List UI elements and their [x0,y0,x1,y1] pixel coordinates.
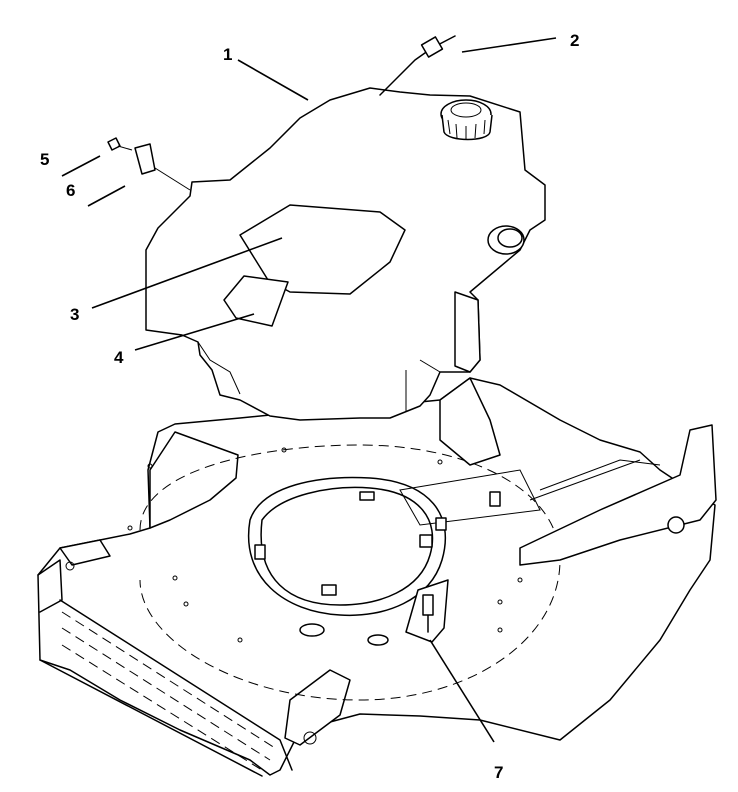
leader-7 [429,639,495,743]
callout-labels: 1 2 3 4 5 6 7 [40,31,579,782]
leader-1 [237,59,309,101]
callout-label-2: 2 [570,31,579,50]
bolt-and-clip-hardware [107,137,191,191]
callout-label-5: 5 [40,150,49,169]
callout-label-6: 6 [66,181,75,200]
engine [145,35,546,421]
leader-3 [91,237,283,309]
callout-label-7: 7 [494,763,503,782]
callout-label-1: 1 [223,45,232,64]
leader-6 [87,185,126,207]
leader-2 [461,37,557,53]
leader-5 [61,155,101,177]
callout-label-4: 4 [114,348,124,367]
callout-leaders [61,37,557,743]
leader-4 [134,313,255,351]
mower-deck [37,377,717,777]
callout-label-3: 3 [70,305,79,324]
